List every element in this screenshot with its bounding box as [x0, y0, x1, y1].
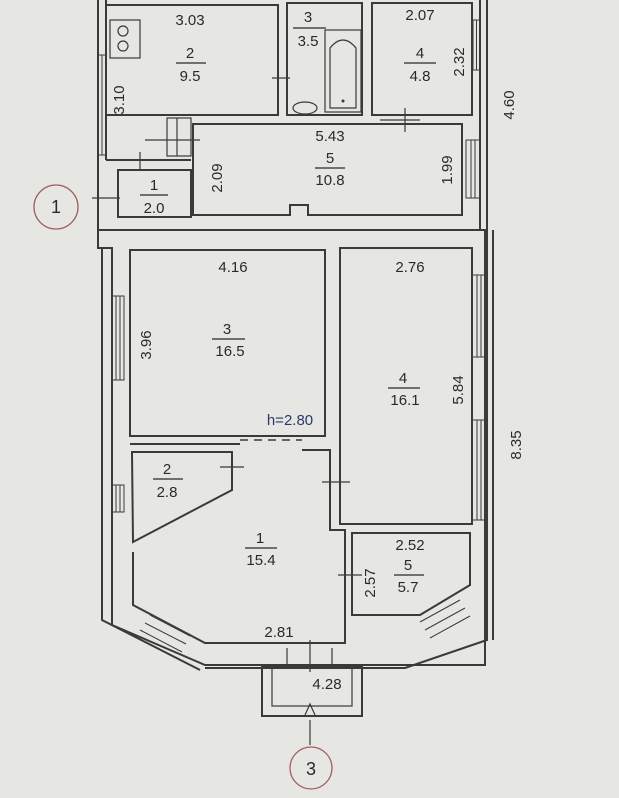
svg-text:3.10: 3.10: [111, 85, 128, 114]
svg-text:4.8: 4.8: [410, 68, 431, 85]
svg-text:1.99: 1.99: [439, 155, 456, 184]
svg-text:1: 1: [51, 197, 61, 217]
upper-room-2-label: 3.03 2 9.5 3.10: [111, 12, 206, 115]
porch-dimension: 4.28: [312, 676, 341, 693]
svg-text:2.76: 2.76: [395, 259, 424, 276]
svg-text:5: 5: [326, 150, 334, 167]
ceiling-height-label: h=2.80: [267, 412, 313, 429]
lower-room-3-label: 4.16 3 16.5 3.96: [138, 259, 248, 360]
upper-room-4-label: 2.07 4 4.8 2.32: [404, 7, 468, 85]
upper-outer-dimension: 4.60: [501, 90, 518, 119]
upper-room-1-label: 1 2.0 2.09: [140, 163, 226, 217]
svg-text:4: 4: [399, 370, 407, 387]
svg-text:2: 2: [186, 45, 194, 62]
svg-text:4.16: 4.16: [218, 259, 247, 276]
lower-room-5-label: 2.52 5 5.7 2.57: [362, 537, 425, 598]
svg-text:9.5: 9.5: [180, 68, 201, 85]
upper-room-3-label: 3 3.5: [293, 9, 326, 50]
svg-text:5.7: 5.7: [398, 579, 419, 596]
svg-text:3.5: 3.5: [298, 33, 319, 50]
lower-outer-dimension: 8.35: [508, 430, 525, 459]
svg-text:5: 5: [404, 557, 412, 574]
svg-text:3: 3: [304, 9, 312, 26]
svg-text:3.96: 3.96: [138, 330, 155, 359]
stove-icon: [109, 19, 141, 59]
svg-text:15.4: 15.4: [246, 552, 275, 569]
svg-text:2.52: 2.52: [395, 537, 424, 554]
svg-text:3: 3: [223, 321, 231, 338]
lower-room-4-label: 2.76 4 16.1 5.84: [388, 259, 467, 409]
section-marker-1: 1: [33, 184, 79, 230]
svg-text:16.1: 16.1: [390, 392, 419, 409]
lower-unit-walls: [97, 230, 494, 745]
svg-text:3: 3: [306, 759, 316, 779]
lower-room-2-label: 2 2.8: [153, 461, 183, 501]
upper-unit-walls: [92, 0, 488, 248]
lower-room-1-label: 1 15.4 2.81: [245, 530, 294, 641]
svg-text:5.84: 5.84: [450, 375, 467, 404]
svg-text:2.81: 2.81: [264, 624, 293, 641]
svg-text:10.8: 10.8: [315, 172, 344, 189]
svg-text:3.03: 3.03: [175, 12, 204, 29]
svg-text:1: 1: [150, 177, 158, 194]
svg-text:2: 2: [163, 461, 171, 478]
svg-text:2.57: 2.57: [362, 568, 379, 597]
svg-text:2.32: 2.32: [451, 47, 468, 76]
svg-text:2.8: 2.8: [157, 484, 178, 501]
svg-text:2.09: 2.09: [209, 163, 226, 192]
svg-text:16.5: 16.5: [215, 343, 244, 360]
svg-text:1: 1: [256, 530, 264, 547]
svg-text:2.07: 2.07: [405, 7, 434, 24]
section-marker-3: 3: [289, 746, 333, 790]
svg-text:2.0: 2.0: [144, 200, 165, 217]
svg-text:5.43: 5.43: [315, 128, 344, 145]
upper-room-5-label: 5.43 5 10.8 1.99: [315, 128, 456, 189]
svg-text:4: 4: [416, 45, 424, 62]
